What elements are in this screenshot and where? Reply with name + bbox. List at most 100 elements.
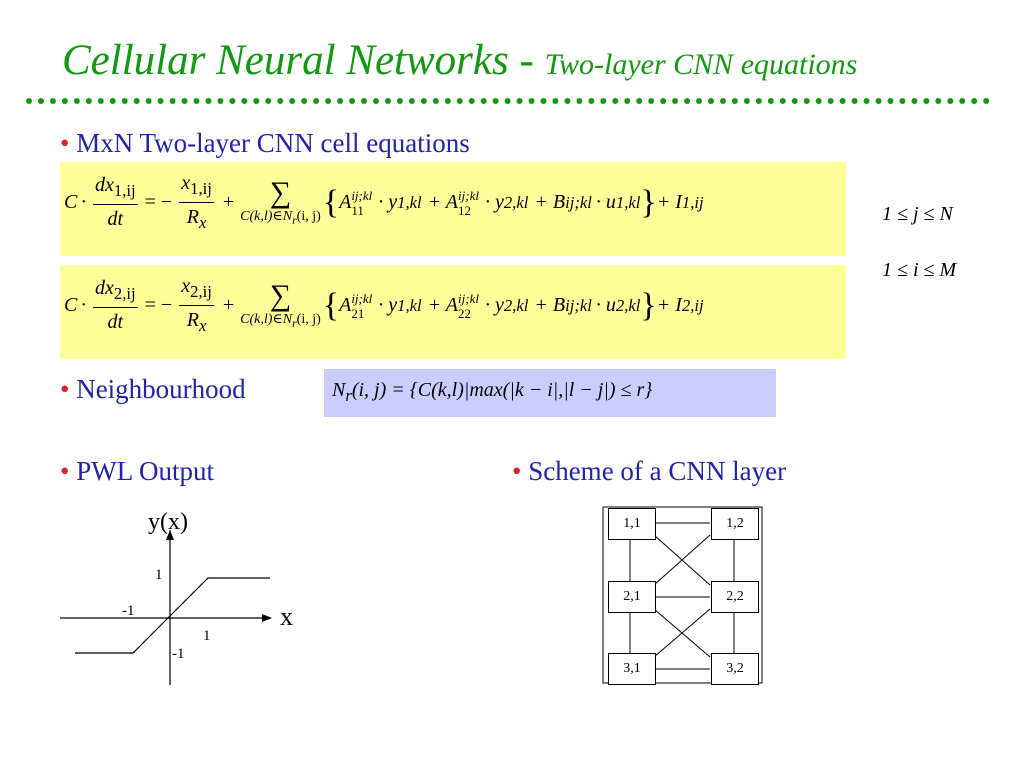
- x-axis-label: x: [280, 602, 293, 631]
- cnn-cell-2-1: 2,1: [608, 581, 656, 613]
- eq-subscript: 21: [351, 305, 365, 321]
- cnn-cell-3-1: 3,1: [608, 653, 656, 685]
- eq-symbol: +: [222, 191, 235, 213]
- eq-subscript: 1,kl: [397, 295, 422, 315]
- eq-fraction: dx2,ij dt: [93, 277, 138, 334]
- eq-symbol: + A: [427, 191, 459, 213]
- eq-subscript: 2,ij: [113, 284, 136, 303]
- eq-symbol: ·: [80, 191, 88, 213]
- eq-subscript: ij;kl: [565, 192, 592, 212]
- eq-symbol: · y: [378, 294, 398, 316]
- eq-subscript: ij;kl: [565, 295, 592, 315]
- bullet-text: Scheme of a CNN layer: [528, 456, 787, 486]
- eq-symbol: dx: [95, 277, 114, 299]
- title-divider: [26, 98, 990, 104]
- bullet-cell-equations: • MxN Two-layer CNN cell equations: [60, 128, 470, 159]
- y-axis-arrow: [166, 530, 174, 540]
- eq-brace: }: [640, 183, 657, 221]
- cnn-cell-1-1: 1,1: [608, 508, 656, 540]
- eq-symbol: C: [64, 191, 78, 213]
- eq-brace: {: [322, 183, 340, 221]
- eq-subscript: 1,ij: [190, 179, 212, 198]
- connection-line: [653, 534, 711, 586]
- eq-symbol: · y: [484, 191, 504, 213]
- bullet-pwl-output: • PWL Output: [60, 456, 214, 487]
- eq-symbol: dt: [107, 208, 124, 230]
- sum-index: C(k,l)∈Nr(i, j): [240, 208, 321, 227]
- eq-symbol: (i, j): [296, 209, 321, 225]
- eq-symbol: · u: [595, 191, 616, 213]
- eq-symbol: + B: [534, 191, 566, 213]
- eq-fraction: x2,ij Rx: [179, 275, 214, 336]
- range-i: 1 ≤ i ≤ M: [882, 259, 957, 281]
- eq-subscript: 1,kl: [615, 192, 641, 212]
- eq-brace: {: [322, 286, 340, 324]
- y-axis-label: y(x): [148, 509, 188, 535]
- eq-symbol: C: [64, 294, 78, 316]
- slide-title: Cellular Neural Networks - Two-layer CNN…: [62, 36, 857, 85]
- eq-subscript: 11: [351, 202, 364, 218]
- eq-superscript: ij;kl: [351, 290, 373, 306]
- eq-symbol: = −: [144, 294, 173, 316]
- eq-fraction: dx1,ij dt: [93, 174, 138, 231]
- eq-symbol: (i, j) = {C(k,l)|max(|k − i|,|l − j|) ≤ …: [351, 379, 653, 401]
- eq-superscript: ij;kl: [458, 187, 479, 203]
- eq-symbol: · y: [378, 191, 398, 213]
- eq-symbol: dt: [107, 311, 124, 333]
- bullet-marker: •: [60, 374, 70, 404]
- eq-subscript: 1,ij: [113, 181, 136, 200]
- scheme-frame: [602, 506, 763, 684]
- pwl-curve: [75, 577, 270, 654]
- bullet-marker: •: [60, 128, 70, 158]
- connection-line: [653, 608, 711, 658]
- neighbourhood-box: Nr(i, j) = {C(k,l)|max(|k − i|,|l − j|) …: [324, 369, 776, 417]
- sum-sign: ∑: [269, 176, 292, 210]
- bullet-text: Neighbourhood: [76, 374, 246, 404]
- eq-subscript: 22: [458, 305, 472, 321]
- eq-symbol: dx: [95, 174, 114, 196]
- eq-symbol: + B: [534, 294, 566, 316]
- eq-symbol: = −: [144, 191, 173, 213]
- pwl-plot: [60, 530, 272, 685]
- eq-symbol: · y: [484, 294, 504, 316]
- cnn-cell-2-2: 2,2: [711, 581, 759, 613]
- eq-brace: }: [640, 286, 657, 324]
- eq-subscript: 2,kl: [615, 295, 641, 315]
- eq-summation: ∑ C(k,l)∈Nr(i, j): [240, 281, 321, 330]
- eq-subscript: r: [292, 213, 297, 227]
- eq-subscript: r: [292, 316, 297, 330]
- eq-subscript: 12: [458, 202, 472, 218]
- scheme-connections: [602, 506, 763, 684]
- eq-symbol: C(k,l)∈N: [240, 312, 293, 328]
- x-axis-arrow: [262, 614, 272, 622]
- eq-symbol: x: [181, 172, 191, 194]
- eq-symbol: +: [222, 294, 235, 316]
- equation-1: C · dx1,ij dt = − x1,ij Rx + ∑ C(k,l)∈Nr…: [64, 172, 704, 233]
- eq-subscript: 2,kl: [503, 192, 529, 212]
- bullet-marker: •: [512, 456, 522, 486]
- bullet-text: MxN Two-layer CNN cell equations: [76, 128, 470, 158]
- title-sub: Two-layer CNN equations: [544, 48, 858, 81]
- bullet-text: PWL Output: [76, 456, 214, 486]
- sum-sign: ∑: [269, 279, 292, 313]
- equation-2: C · dx2,ij dt = − x2,ij Rx + ∑ C(k,l)∈Nr…: [64, 275, 704, 336]
- eq-symbol: + A: [427, 294, 459, 316]
- eq-symbol: + I: [656, 294, 682, 316]
- eq-subscript: r: [345, 386, 352, 405]
- eq-symbol: · u: [595, 294, 616, 316]
- eq-symbol: A: [339, 294, 352, 316]
- equation-box-1: C · dx1,ij dt = − x1,ij Rx + ∑ C(k,l)∈Nr…: [60, 162, 846, 256]
- tick-x-positive: 1: [203, 628, 211, 644]
- eq-superscript: ij;kl: [458, 290, 479, 306]
- neighbourhood-formula: Nr(i, j) = {C(k,l)|max(|k − i|,|l − j|) …: [332, 379, 652, 406]
- sum-index: C(k,l)∈Nr(i, j): [240, 311, 321, 330]
- eq-fraction: x1,ij Rx: [179, 172, 214, 233]
- bullet-marker: •: [60, 456, 70, 486]
- eq-subscript: x: [198, 213, 207, 232]
- tick-x-negative: -1: [122, 603, 135, 619]
- bullet-scheme: • Scheme of a CNN layer: [512, 456, 786, 487]
- eq-symbol: (i, j): [296, 312, 321, 328]
